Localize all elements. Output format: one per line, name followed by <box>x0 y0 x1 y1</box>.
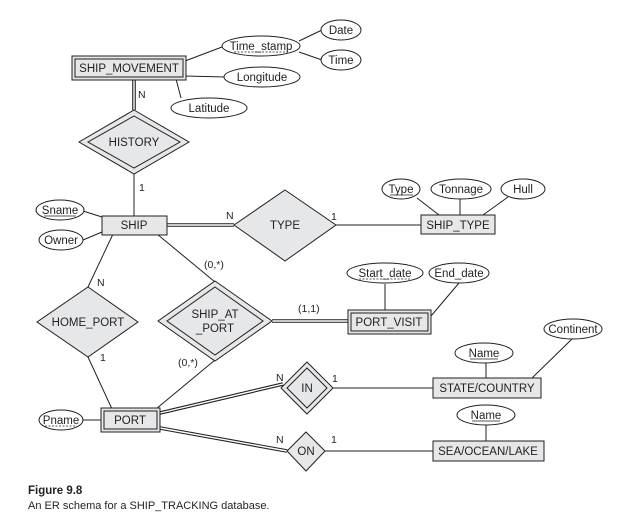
card-in-port: N <box>276 372 284 384</box>
entity-port-visit[interactable]: PORT_VISIT <box>347 309 432 335</box>
line-sm-latitude <box>175 78 182 99</box>
entity-label: SHIP <box>121 220 148 232</box>
line-shiptype-type <box>416 197 440 216</box>
figure-caption: An ER schema for a SHIP_TRACKING databas… <box>28 500 270 512</box>
card-sap-port: (0,*) <box>178 357 198 369</box>
attribute-label: Pname <box>43 415 79 427</box>
attribute-label: Type <box>389 184 414 196</box>
card-history-sm: N <box>138 89 146 101</box>
attribute-label: Date <box>329 25 353 37</box>
card-homeport-ship: N <box>97 277 105 289</box>
card-type-shiptype: 1 <box>331 211 337 223</box>
entity-label: SEA/OCEAN/LAKE <box>438 446 538 458</box>
line-ship-sname <box>82 210 103 218</box>
card-type-ship: N <box>226 210 234 222</box>
relationship-label: IN <box>301 383 313 395</box>
attribute-sname[interactable]: Sname <box>35 199 85 221</box>
attribute-state-name[interactable]: Name <box>454 342 514 364</box>
entity-label: SHIP_TYPE <box>426 220 490 232</box>
attribute-time[interactable]: Time <box>320 49 362 71</box>
attribute-label: Owner <box>44 235 78 247</box>
relationship-in[interactable]: IN <box>280 361 334 415</box>
attribute-continent[interactable]: Continent <box>543 318 603 340</box>
attribute-label: Start_date <box>358 268 411 280</box>
card-homeport-port: 1 <box>100 352 106 364</box>
entity-ship[interactable]: SHIP <box>101 215 168 236</box>
attribute-label: Time_stamp <box>230 41 293 53</box>
attribute-longitude[interactable]: Longitude <box>223 66 301 88</box>
attribute-start-date[interactable]: Start_date <box>346 262 424 284</box>
card-on-sea: 1 <box>331 434 337 446</box>
attribute-pname[interactable]: Pname <box>38 409 84 431</box>
attribute-label: Longitude <box>237 72 288 84</box>
entity-label: STATE/COUNTRY <box>439 383 535 395</box>
line-ship-sap <box>156 233 216 283</box>
attribute-label: Continent <box>548 324 598 336</box>
attribute-label: Latitude <box>189 103 230 115</box>
attribute-label: Hull <box>513 184 533 196</box>
relationship-history[interactable]: HISTORY <box>78 109 190 175</box>
entity-port[interactable]: PORT <box>100 407 161 433</box>
relationship-type[interactable]: TYPE <box>233 189 337 262</box>
attribute-tonnage[interactable]: Tonnage <box>430 178 492 200</box>
line-timestamp-time <box>298 51 323 61</box>
attribute-label: End_date <box>434 268 483 280</box>
entity-ship-type[interactable]: SHIP_TYPE <box>420 214 496 235</box>
card-history-ship: 1 <box>139 182 145 194</box>
line-ship-homeport <box>87 233 114 288</box>
card-in-state: 1 <box>332 373 338 385</box>
attribute-label: Name <box>469 348 500 360</box>
attribute-end-date[interactable]: End_date <box>428 262 490 284</box>
attribute-type[interactable]: Type <box>381 178 421 200</box>
entity-sea-ocean-lake[interactable]: SEA/OCEAN/LAKE <box>432 440 545 462</box>
line-sm-timestamp <box>184 46 223 62</box>
relationship-on[interactable]: ON <box>286 431 326 472</box>
line-ship-owner <box>82 231 103 241</box>
attribute-sea-name[interactable]: Name <box>456 404 516 426</box>
line-state-continent <box>530 338 573 380</box>
entity-label: SHIP_MOVEMENT <box>79 63 179 75</box>
card-on-port: N <box>276 434 284 446</box>
card-sap-portvisit: (1,1) <box>298 303 320 315</box>
line-sap-port <box>155 359 216 410</box>
line-sm-longitude <box>184 75 226 78</box>
attribute-label: Time <box>328 55 353 67</box>
line-timestamp-date <box>298 29 323 42</box>
relationship-home-port[interactable]: HOME_PORT <box>36 286 139 358</box>
attribute-label: Sname <box>42 205 78 217</box>
relationship-label: HOME_PORT <box>52 317 125 329</box>
relationship-label: HISTORY <box>109 137 160 149</box>
line-shiptype-hull <box>482 196 509 216</box>
relationship-ship-at-port[interactable]: SHIP_AT _PORT <box>157 280 273 362</box>
attribute-hull[interactable]: Hull <box>500 178 546 200</box>
attribute-date[interactable]: Date <box>320 19 362 41</box>
attribute-latitude[interactable]: Latitude <box>170 97 248 119</box>
card-sap-ship: (0,*) <box>204 259 224 271</box>
attribute-label: Tonnage <box>439 184 483 196</box>
entity-label: PORT <box>114 415 146 427</box>
attribute-label: Name <box>471 410 502 422</box>
figure-title: Figure 9.8 <box>28 485 83 497</box>
attribute-owner[interactable]: Owner <box>38 229 84 251</box>
line-homeport-port <box>87 356 113 410</box>
relationship-label: TYPE <box>270 220 300 232</box>
relationship-label: ON <box>297 446 314 458</box>
relationship-label-line2: _PORT <box>195 323 234 335</box>
entity-state-country[interactable]: STATE/COUNTRY <box>432 377 542 399</box>
relationship-label-line1: SHIP_AT <box>191 309 238 321</box>
entity-ship-movement[interactable]: SHIP_MOVEMENT <box>71 55 187 81</box>
entity-label: PORT_VISIT <box>356 317 423 329</box>
line-pv-enddate <box>430 282 460 317</box>
attribute-time-stamp[interactable]: Time_stamp <box>221 35 301 57</box>
